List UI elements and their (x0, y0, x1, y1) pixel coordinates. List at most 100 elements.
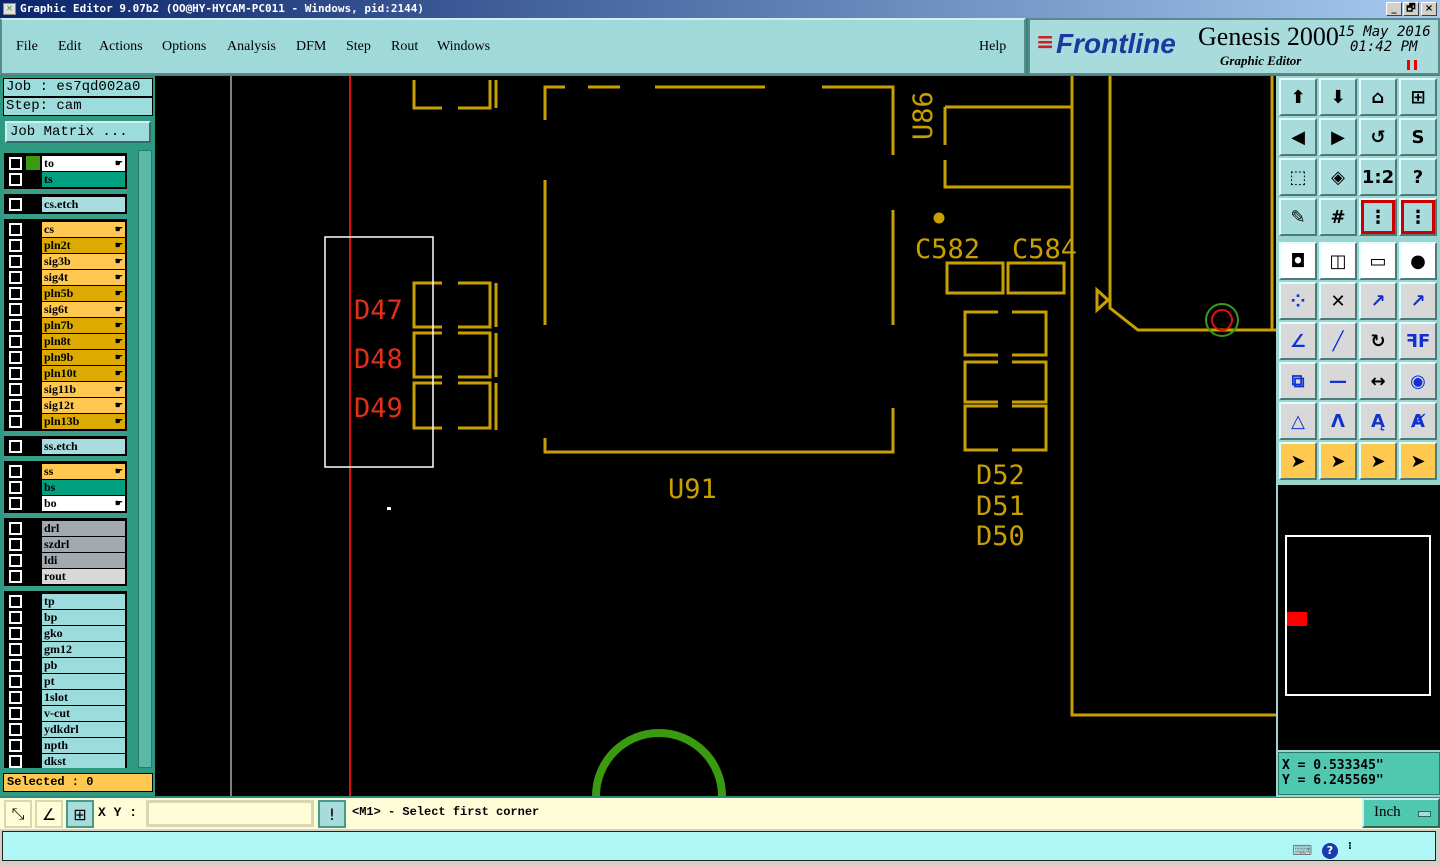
layer-name[interactable]: pln7b☛ (42, 317, 125, 333)
layer-checkbox[interactable] (8, 438, 23, 454)
connect-button[interactable]: ⁘ (1279, 282, 1317, 320)
layer-checkbox[interactable] (8, 381, 23, 397)
menu-actions[interactable]: Actions (99, 39, 143, 54)
layer-row-tp[interactable]: tp (6, 593, 125, 609)
move-pad-button[interactable]: ↗ (1399, 282, 1437, 320)
triangle-3-button[interactable]: Ą (1359, 402, 1397, 440)
layer-row-ss[interactable]: ss☛ (6, 463, 125, 479)
layer-name[interactable]: pln8t☛ (42, 333, 125, 349)
triangle-4-button[interactable]: Ⱥ (1399, 402, 1437, 440)
line-angle-button[interactable]: ∠ (1279, 322, 1317, 360)
layer-checkbox[interactable] (8, 269, 23, 285)
layer-row-gko[interactable]: gko (6, 625, 125, 641)
layer-checkbox[interactable] (8, 593, 23, 609)
triangle-1-button[interactable]: △ (1279, 402, 1317, 440)
layer-row-bo[interactable]: bo☛ (6, 495, 125, 511)
layer-row-pln7b[interactable]: pln7b☛ (6, 317, 125, 333)
layer-name[interactable]: pln2t☛ (42, 237, 125, 253)
layer-name[interactable]: bo☛ (42, 495, 125, 511)
zoom-fit-button[interactable]: ◈ (1319, 158, 1357, 196)
menu-file[interactable]: File (16, 39, 38, 54)
minimap[interactable] (1285, 535, 1431, 696)
layer-name[interactable]: pln13b☛ (42, 413, 125, 429)
split-line-button[interactable]: — (1319, 362, 1357, 400)
layer-row-dkst[interactable]: dkst (6, 753, 125, 768)
minimap-viewport[interactable] (1287, 612, 1307, 626)
layer-name[interactable]: pln5b☛ (42, 285, 125, 301)
select-feature-button[interactable]: ◘ (1279, 242, 1317, 280)
pan-right-button[interactable]: ▶ (1319, 118, 1357, 156)
restore-button[interactable]: 🗗 (1403, 2, 1419, 16)
pan-left-button[interactable]: ◀ (1279, 118, 1317, 156)
layer-row-pln5b[interactable]: pln5b☛ (6, 285, 125, 301)
help-icon[interactable]: ? (1322, 843, 1338, 859)
delete-button[interactable]: ✕ (1319, 282, 1357, 320)
layer-checkbox[interactable] (8, 495, 23, 511)
menu-options[interactable]: Options (162, 39, 207, 54)
line-button[interactable]: ╱ (1319, 322, 1357, 360)
open-step-button[interactable]: ⬆ (1279, 78, 1317, 116)
layer-name[interactable]: bs (42, 479, 125, 495)
layer-name[interactable]: sig11b☛ (42, 381, 125, 397)
menu-analysis[interactable]: Analysis (227, 39, 276, 54)
keyboard-icon[interactable]: ⌨ (1292, 843, 1313, 859)
layer-checkbox[interactable] (8, 737, 23, 753)
layer-name[interactable]: ldi (42, 552, 125, 568)
layer-name[interactable]: pln10t☛ (42, 365, 125, 381)
layer-checkbox[interactable] (8, 365, 23, 381)
layer-name[interactable]: pln9b☛ (42, 349, 125, 365)
layer-name[interactable]: drl (42, 520, 125, 536)
layer-checkbox[interactable] (8, 520, 23, 536)
layer-checkbox[interactable] (8, 413, 23, 429)
undo-view-button[interactable]: ↺ (1359, 118, 1397, 156)
layer-name[interactable]: szdrl (42, 536, 125, 552)
menu-edit[interactable]: Edit (58, 39, 82, 54)
angle-icon[interactable]: ∠ (35, 800, 63, 828)
panel-xy-button[interactable]: ⊞ (1399, 78, 1437, 116)
layer-checkbox[interactable] (8, 397, 23, 413)
layer-row-sig3b[interactable]: sig3b☛ (6, 253, 125, 269)
layer-name[interactable]: to☛ (42, 155, 125, 171)
layer-name[interactable]: 1slot (42, 689, 125, 705)
layer-name[interactable]: sig3b☛ (42, 253, 125, 269)
layer-checkbox[interactable] (8, 285, 23, 301)
minimize-button[interactable]: _ (1386, 2, 1402, 16)
layer-checkbox[interactable] (8, 237, 23, 253)
layer-row-pb[interactable]: pb (6, 657, 125, 673)
layer-name[interactable]: cs☛ (42, 221, 125, 237)
layer-checkbox[interactable] (8, 552, 23, 568)
layer-row-gm12[interactable]: gm12 (6, 641, 125, 657)
grid-button[interactable]: # (1319, 198, 1357, 236)
layer-checkbox[interactable] (8, 705, 23, 721)
layer-row-to[interactable]: to☛ (6, 155, 125, 171)
layer-checkbox[interactable] (8, 196, 23, 212)
options-icon[interactable]: ⁝ (1348, 841, 1352, 852)
snap-grid-icon[interactable]: ⊞ (66, 800, 94, 828)
merge-button[interactable]: ◉ (1399, 362, 1437, 400)
mirror-button[interactable]: ꟻF (1399, 322, 1437, 360)
net-2-button[interactable]: ⋮ (1399, 198, 1437, 236)
layer-checkbox[interactable] (8, 221, 23, 237)
select-area-button[interactable]: ◫ (1319, 242, 1357, 280)
stretch-button[interactable]: ↔ (1359, 362, 1397, 400)
layer-checkbox[interactable] (8, 625, 23, 641)
arc-button[interactable]: ↻ (1359, 322, 1397, 360)
move-copy-button[interactable]: ⧉ (1279, 362, 1317, 400)
layer-row-pln10t[interactable]: pln10t☛ (6, 365, 125, 381)
layer-checkbox[interactable] (8, 333, 23, 349)
pointer-route-button[interactable]: ➤ (1399, 442, 1437, 480)
job-matrix-button[interactable]: Job Matrix ... (5, 121, 151, 143)
layer-row-1slot[interactable]: 1slot (6, 689, 125, 705)
layer-name[interactable]: ss☛ (42, 463, 125, 479)
layer-row-sig12t[interactable]: sig12t☛ (6, 397, 125, 413)
layer-checkbox[interactable] (8, 721, 23, 737)
redraw-button[interactable]: S (1399, 118, 1437, 156)
layer-name[interactable]: pt (42, 673, 125, 689)
menu-help[interactable]: Help (979, 39, 1007, 54)
layer-row-sig4t[interactable]: sig4t☛ (6, 269, 125, 285)
layer-row-szdrl[interactable]: szdrl (6, 536, 125, 552)
layer-row-pln9b[interactable]: pln9b☛ (6, 349, 125, 365)
layer-row-pln13b[interactable]: pln13b☛ (6, 413, 125, 429)
pointer-button[interactable]: ➤ (1279, 442, 1317, 480)
layer-row-npth[interactable]: npth (6, 737, 125, 753)
